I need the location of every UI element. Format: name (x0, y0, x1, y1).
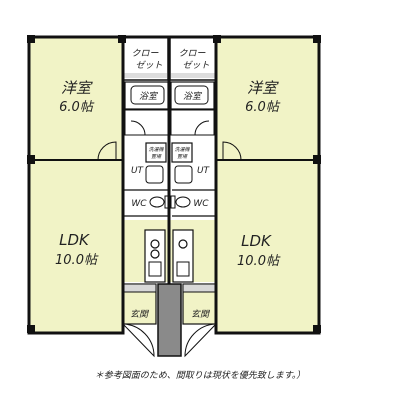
west-bathtub (130, 85, 165, 105)
column (213, 35, 221, 43)
column (27, 35, 35, 43)
east-ldk-size: 10.0帖 (237, 254, 281, 269)
east-closet-label-1: クロー (178, 48, 206, 59)
west-toilet-bowl (149, 196, 165, 208)
east-toilet-label: WC (193, 199, 209, 209)
west-shoe-box (122, 283, 157, 293)
east-bath-door (194, 120, 210, 136)
east-entrance-door (184, 323, 218, 358)
west-entrance-door (121, 323, 155, 358)
east-bedroom-door (222, 141, 242, 161)
east-bedroom-name: 洋室 (247, 79, 279, 97)
west-stove-burner (150, 249, 160, 259)
west-closet-label-1: クロー (131, 48, 159, 59)
west-entrance-label: 玄関 (130, 309, 150, 320)
west-bedroom (29, 37, 123, 160)
east-shoe-box (182, 283, 217, 293)
west-washbasin (145, 165, 164, 184)
column (118, 35, 126, 43)
west-washer-space (145, 142, 167, 163)
east-stove-burner (178, 239, 188, 249)
column (27, 155, 35, 164)
east-bathtub (174, 85, 209, 105)
west-bedroom-door (97, 141, 117, 161)
east-bath-floor (170, 109, 215, 136)
east-utility-label: UT (197, 166, 211, 176)
plan-footnote: ＊参考図面のため、間取りは現状を優先致します。） (94, 371, 306, 381)
east-bath-label: 浴室 (183, 91, 203, 102)
column (27, 325, 35, 333)
west-ldk (29, 160, 123, 333)
west-washer-label-1: 洗濯機 (148, 146, 164, 153)
west-bath-label: 浴室 (139, 91, 159, 102)
west-bath-door (130, 120, 146, 136)
west-utility-label: UT (131, 166, 145, 176)
west-ldk-name: LDK (59, 231, 90, 249)
east-entrance-label: 玄関 (191, 309, 211, 320)
east-kitchen-counter (172, 229, 194, 283)
east-washbasin (174, 165, 193, 184)
west-washer-label-2: 置場 (151, 153, 162, 160)
west-bath-floor (124, 109, 169, 136)
west-bedroom-name: 洋室 (61, 79, 93, 97)
west-toilet-label: WC (131, 199, 147, 209)
east-toilet-tank (170, 195, 176, 209)
east-bedroom-size: 6.0帖 (245, 100, 281, 115)
pipe-shaft (157, 283, 182, 357)
east-toilet-bowl (175, 196, 191, 208)
west-bedroom-size: 6.0帖 (59, 100, 95, 115)
east-sink (176, 261, 190, 277)
west-closet-label-2: ゼット (135, 60, 162, 71)
east-ldk-name: LDK (241, 232, 272, 250)
east-ldk (216, 160, 319, 333)
column (313, 35, 321, 43)
east-closet-label-2: ゼット (182, 60, 209, 71)
east-washer-space (171, 142, 193, 163)
column (313, 155, 321, 164)
column (313, 325, 321, 333)
west-closet-rod (124, 73, 167, 78)
west-stove-burner (150, 239, 160, 249)
east-closet-rod (171, 73, 215, 78)
east-washer-label-1: 洗濯機 (174, 146, 190, 153)
east-washer-label-2: 置場 (177, 153, 188, 160)
west-ldk-size: 10.0帖 (55, 253, 99, 268)
west-sink (148, 261, 162, 277)
east-bedroom (216, 37, 319, 160)
west-kitchen-counter (144, 229, 166, 283)
